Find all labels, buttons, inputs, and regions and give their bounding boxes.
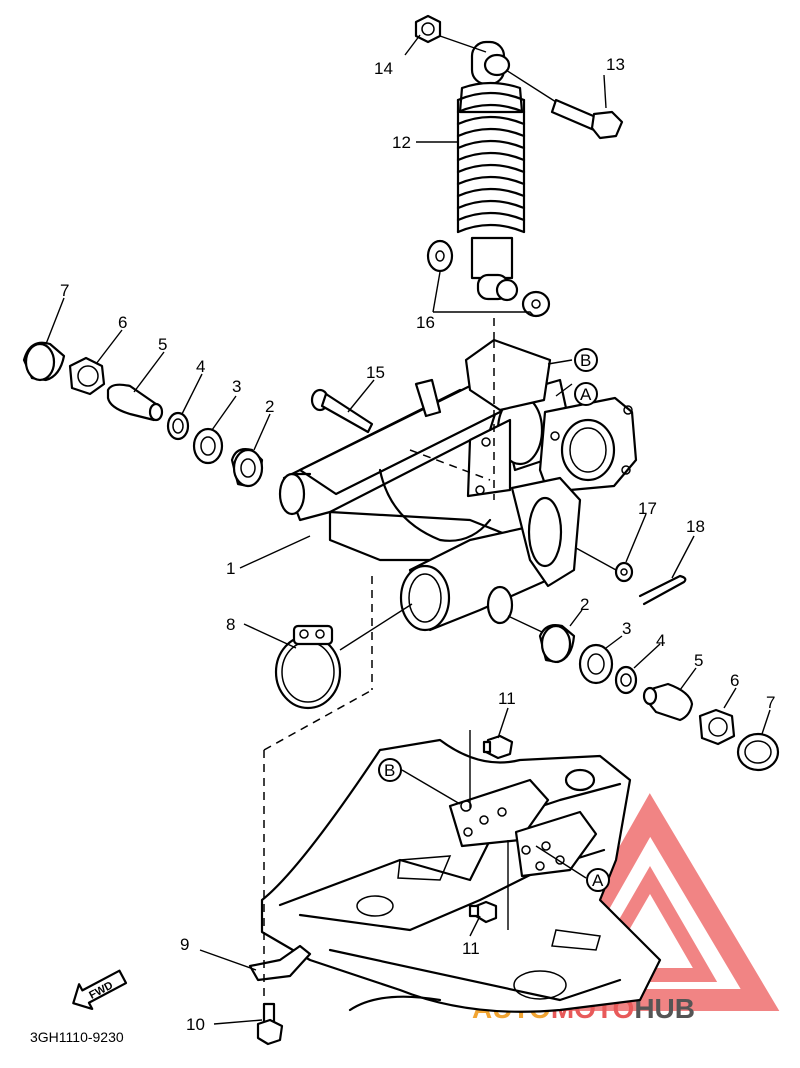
callout-16: 16 [416, 313, 435, 332]
callout-2-right: 2 [580, 595, 589, 614]
right-hardware [538, 561, 780, 772]
callout-5-left: 5 [158, 335, 167, 354]
callout-8: 8 [226, 615, 235, 634]
fwd-arrow: FWD [72, 969, 128, 1011]
svg-text:A: A [580, 385, 592, 404]
ref-B-top: B [574, 348, 598, 372]
callout-14: 14 [374, 59, 393, 78]
callout-17: 17 [638, 499, 657, 518]
callout-15: 15 [366, 363, 385, 382]
clamp-8 [274, 624, 342, 710]
callout-13: 13 [606, 55, 625, 74]
callout-11-upper: 11 [498, 689, 516, 708]
ref-A-bottom: A [586, 868, 610, 892]
callout-numbers: 1 2 2 3 3 4 4 5 5 6 6 7 7 8 9 10 11 11 1… [60, 55, 775, 1034]
bolt-11-lower [468, 900, 498, 924]
callout-2-left: 2 [265, 397, 274, 416]
callout-3-left: 3 [232, 377, 241, 396]
ref-A-top: A [574, 382, 598, 406]
bolt-10 [256, 1002, 284, 1046]
watermark-hub: HUB [634, 993, 695, 1024]
svg-text:B: B [580, 351, 591, 370]
callout-5-right: 5 [694, 651, 703, 670]
swingarm [278, 338, 638, 632]
callout-9: 9 [180, 935, 189, 954]
callout-7-right: 7 [766, 693, 775, 712]
callout-11-lower: 11 [462, 939, 480, 958]
callout-1: 1 [226, 559, 235, 578]
washer-16-right [521, 290, 551, 318]
bolt-13 [550, 98, 624, 140]
callout-6-right: 6 [730, 671, 739, 690]
bolt-11-upper [482, 734, 514, 760]
skid-guard [248, 738, 662, 1013]
shock-absorber [456, 40, 526, 302]
callout-10: 10 [186, 1015, 205, 1034]
callout-12: 12 [392, 133, 411, 152]
svg-text:B: B [384, 761, 395, 780]
left-hardware [22, 341, 264, 488]
callout-4-left: 4 [196, 357, 205, 376]
callout-7-left: 7 [60, 281, 69, 300]
ref-B-bottom: B [378, 758, 402, 782]
nut-14 [414, 14, 442, 44]
callout-3-right: 3 [622, 619, 631, 638]
callout-6-left: 6 [118, 313, 127, 332]
washer-16-left [426, 239, 454, 273]
callout-4-right: 4 [656, 631, 665, 650]
svg-text:A: A [592, 871, 604, 890]
callout-18: 18 [686, 517, 705, 536]
diagram-code: 3GH1110-9230 [30, 1029, 124, 1045]
pivot-pin-15 [310, 388, 374, 434]
fwd-label: FWD [87, 979, 115, 1001]
